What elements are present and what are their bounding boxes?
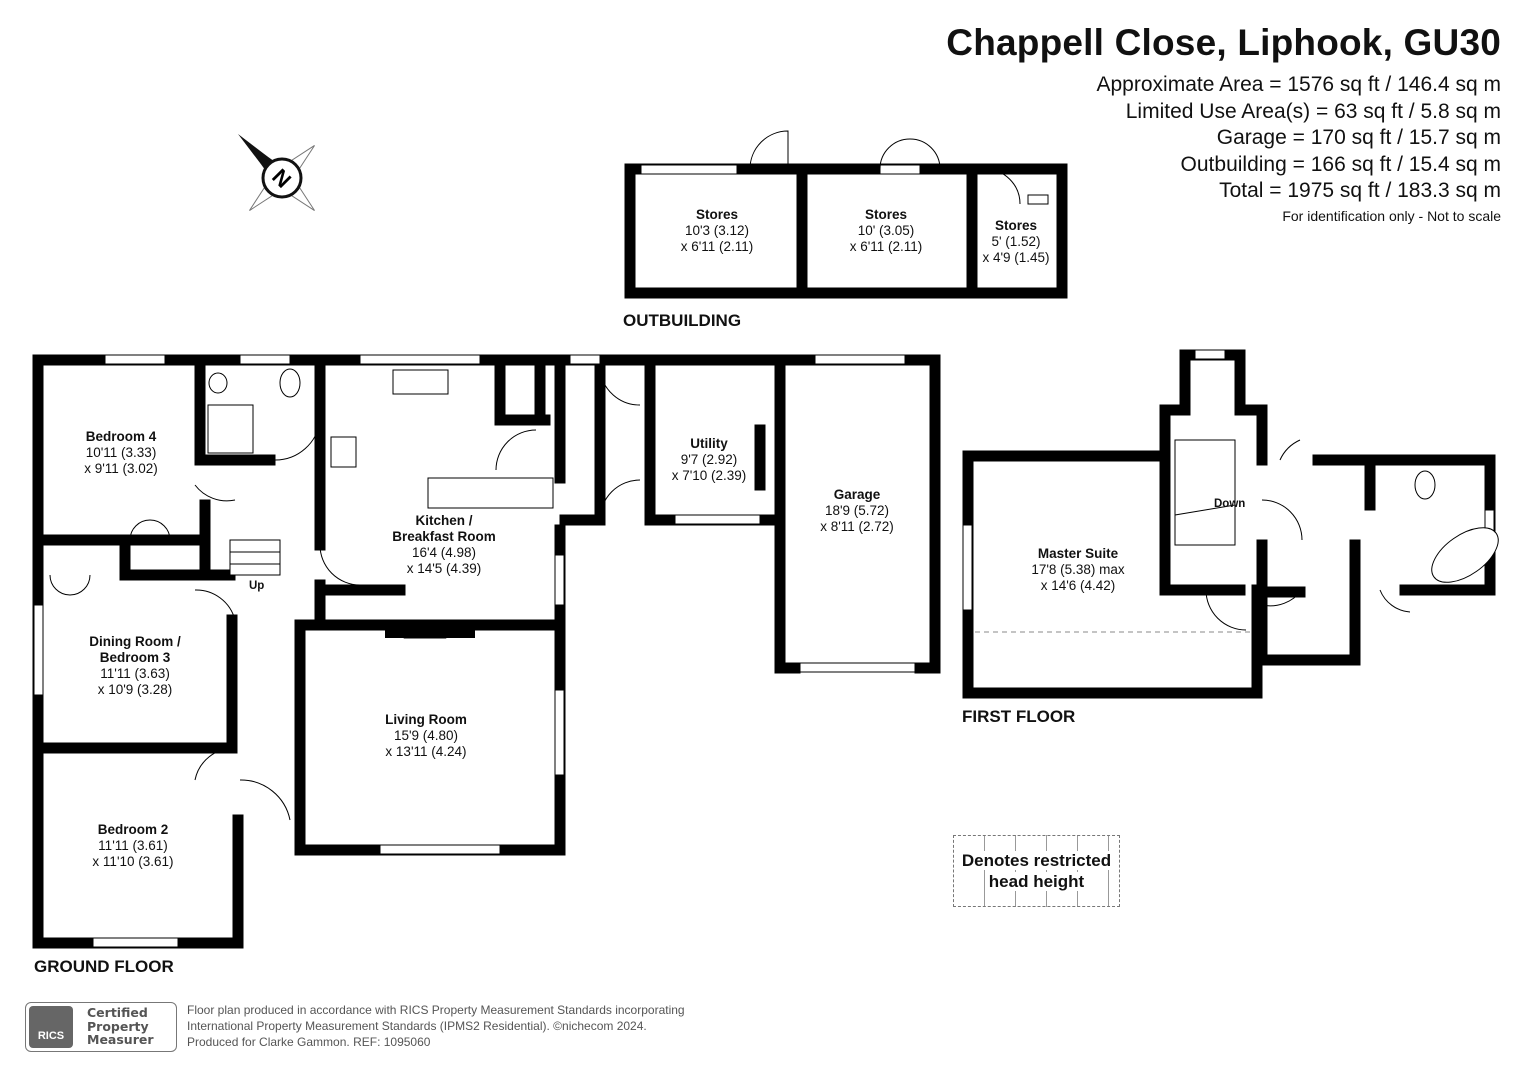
fireplace — [385, 625, 475, 638]
area-summary: Approximate Area = 1576 sq ft / 146.4 sq… — [1097, 72, 1502, 227]
compass-icon: N — [238, 134, 315, 211]
room-master-suite: Master Suite 17'8 (5.38) max x 14'6 (4.4… — [1031, 546, 1125, 593]
area-outbuilding: Outbuilding = 166 sq ft / 15.4 sq m — [1180, 152, 1501, 176]
footer-line-3: Produced for Clarke Gammon. REF: 1095060 — [187, 1035, 431, 1049]
doors — [49, 130, 1411, 821]
room-bedroom-2: Bedroom 2 11'11 (3.61) x 11'10 (3.61) — [92, 822, 174, 869]
room-stores-2: Stores 10' (3.05) x 6'11 (2.11) — [849, 207, 923, 254]
room-garage: Garage 18'9 (5.72) x 8'11 (2.72) — [820, 487, 894, 534]
footer-line-2: International Property Measurement Stand… — [187, 1019, 647, 1033]
rics-seal-icon: RICS — [29, 1006, 73, 1048]
floor-label-outbuilding: OUTBUILDING — [623, 311, 742, 330]
rics-badge: RICS Certified Property Measurer — [25, 1002, 177, 1052]
fixtures — [207, 368, 1499, 639]
room-kitchen: Kitchen / Breakfast Room 16'4 (4.98) x 1… — [392, 513, 496, 576]
area-approximate: Approximate Area = 1576 sq ft / 146.4 sq… — [1096, 73, 1502, 96]
disclaimer: For identification only - Not to scale — [1282, 207, 1501, 224]
room-living: Living Room 15'9 (4.80) x 13'11 (4.24) — [385, 712, 467, 759]
room-utility: Utility 9'7 (2.92) x 7'10 (2.39) — [671, 436, 747, 483]
restricted-height-legend: Denotes restricted head height — [953, 835, 1120, 907]
property-title: Chappell Close, Liphook, GU30 — [946, 22, 1501, 63]
stairs-up-label: Up — [249, 580, 265, 592]
area-total: Total = 1975 sq ft / 183.3 sq m — [1219, 179, 1501, 202]
legend-line-1: Denotes restricted — [961, 851, 1112, 870]
floor-label-ground: GROUND FLOOR — [34, 957, 174, 976]
room-dining-bedroom-3: Dining Room / Bedroom 3 11'11 (3.63) x 1… — [89, 634, 181, 697]
area-garage: Garage = 170 sq ft / 15.7 sq m — [1216, 126, 1501, 149]
stairs-down-label: Down — [1214, 498, 1246, 510]
room-stores-1: Stores 10'3 (3.12) x 6'11 (2.11) — [680, 207, 754, 254]
room-stores-3: Stores 5' (1.52) x 4'9 (1.45) — [982, 218, 1050, 265]
badge-text: Certified Property Measurer — [87, 1005, 154, 1047]
footer-line-1: Floor plan produced in accordance with R… — [187, 1003, 685, 1017]
footer-notes: Floor plan produced in accordance with R… — [187, 1002, 685, 1050]
area-limited-use: Limited Use Area(s) = 63 sq ft / 5.8 sq … — [1125, 99, 1501, 123]
windows — [33, 164, 1495, 948]
legend-line-2: head height — [988, 872, 1085, 891]
room-bedroom-4: Bedroom 4 10'11 (3.33) x 9'11 (3.02) — [84, 429, 158, 476]
floor-label-first: FIRST FLOOR — [962, 707, 1076, 726]
